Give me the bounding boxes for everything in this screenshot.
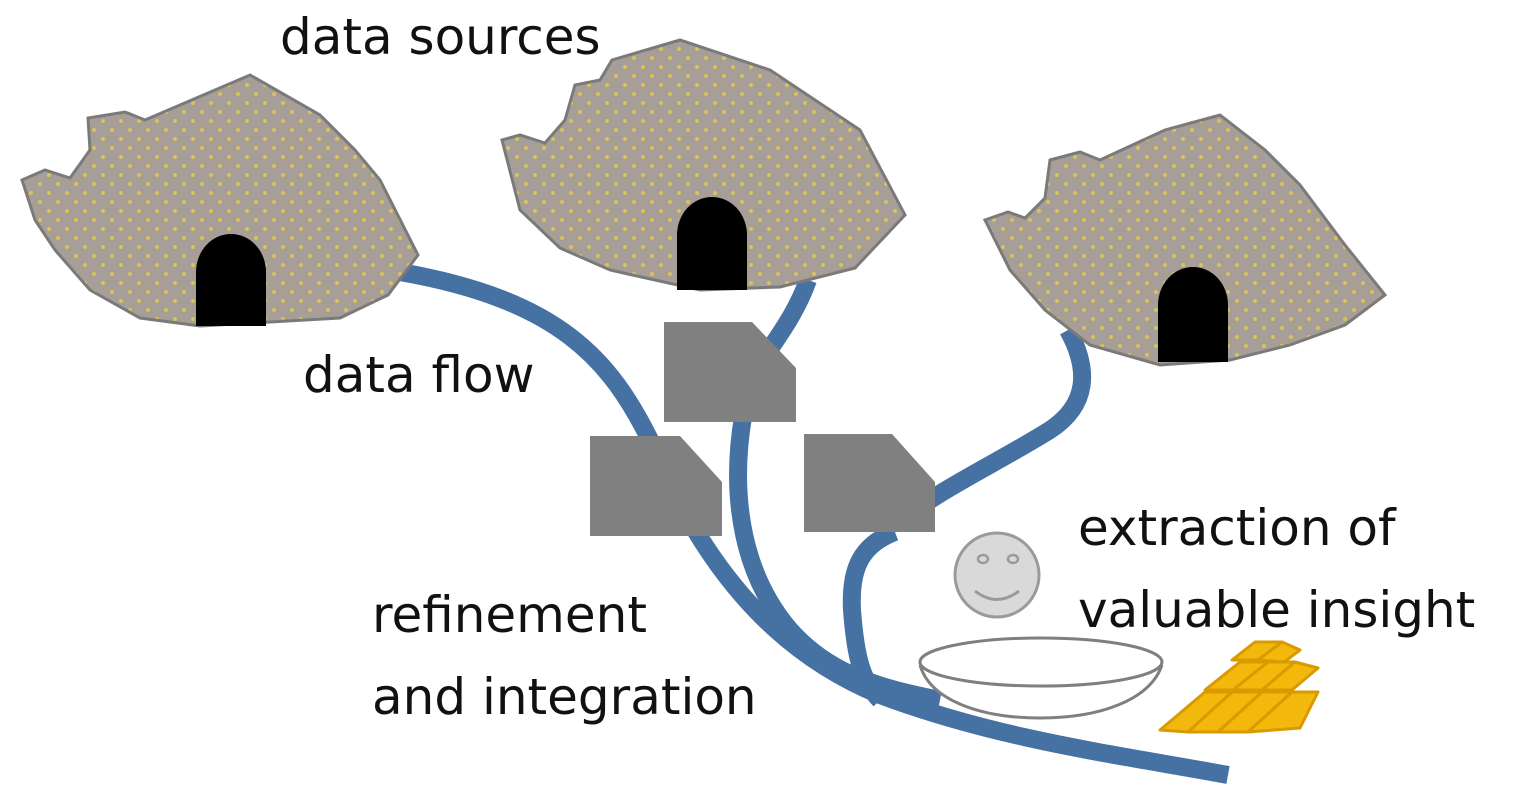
extraction-insight-label: extraction of valuable insight [1078,487,1475,651]
panning-bowl-icon [918,636,1164,720]
refinery-box-top [664,322,796,422]
refinery-box-left [590,436,722,536]
refinement-integration-label: refinement and integration [372,574,757,738]
refinery-box-right [804,434,935,532]
tunnel-entrance-middle [677,197,747,290]
stream-from-right-mountain [925,325,1092,508]
tunnel-entrance-right [1158,267,1228,362]
data-flow-label: data flow [303,346,535,404]
refinement-label-line1: refinement [372,586,647,644]
stream-from-left-mountain [398,263,1230,784]
extraction-label-line2: valuable insight [1078,581,1476,639]
gold-bars-icon [1158,640,1320,734]
extraction-label-line1: extraction of [1078,499,1396,557]
refinement-label-line2: and integration [372,668,757,726]
tunnel-entrance-left [196,234,266,326]
stream-from-right-refinery [842,523,899,707]
smiley-face-icon [953,531,1041,619]
data-sources-label: data sources [280,8,601,66]
data-source-mountain-left [20,73,420,328]
data-source-mountain-middle [500,38,907,292]
data-source-mountain-right [982,113,1388,367]
